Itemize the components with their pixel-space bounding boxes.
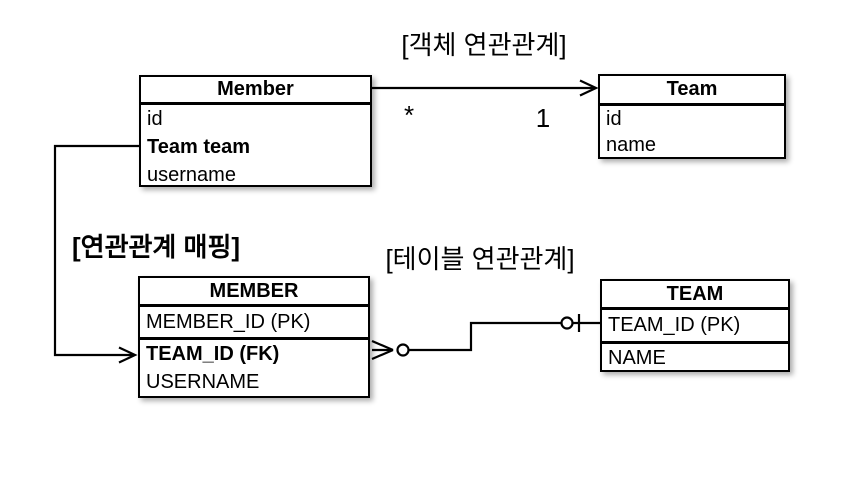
team-field-id: id — [606, 108, 622, 130]
arrowhead-icon — [118, 346, 138, 364]
member-field-username: username — [147, 164, 236, 186]
member-field-team: Team team — [147, 136, 251, 158]
team-field-name: name — [606, 134, 657, 156]
crow-foot-icon — [371, 348, 394, 361]
multiplicity-many-label: * — [403, 100, 415, 130]
mapping-label: [연관관계 매핑] — [72, 232, 241, 262]
member-table-box: MEMBER MEMBER_ID (PK) TEAM_ID (FK) USERN… — [138, 276, 370, 398]
member-class-title: Member — [141, 77, 370, 105]
team-table-title: TEAM — [602, 281, 788, 310]
object-relation-label: [객체 연관관계] — [401, 30, 567, 60]
mapping-connector-line — [53, 144, 139, 364]
team-table-pk-field: TEAM_ID (PK) — [602, 310, 788, 344]
member-field-id: id — [147, 108, 163, 130]
optional-circle-icon — [560, 316, 574, 330]
optional-circle-icon — [396, 343, 410, 357]
team-class-title: Team — [600, 76, 784, 106]
table-association-connector — [371, 314, 600, 361]
member-table-fk-field: TEAM_ID (FK) — [146, 343, 280, 365]
member-class-box: Member id Team team username — [139, 75, 372, 187]
member-table-title: MEMBER — [140, 278, 368, 307]
team-table-name-field: NAME — [608, 347, 666, 369]
multiplicity-one-label: 1 — [535, 103, 551, 133]
team-table-box: TEAM TEAM_ID (PK) NAME — [600, 279, 790, 372]
member-table-username-field: USERNAME — [146, 371, 260, 393]
member-table-pk-field: MEMBER_ID (PK) — [140, 307, 368, 340]
arrowhead-icon — [579, 79, 599, 97]
object-association-arrow — [372, 79, 599, 97]
crow-foot-icon — [371, 339, 394, 352]
table-relation-label: [테이블 연관관계] — [385, 244, 575, 274]
team-class-box: Team id name — [598, 74, 786, 159]
